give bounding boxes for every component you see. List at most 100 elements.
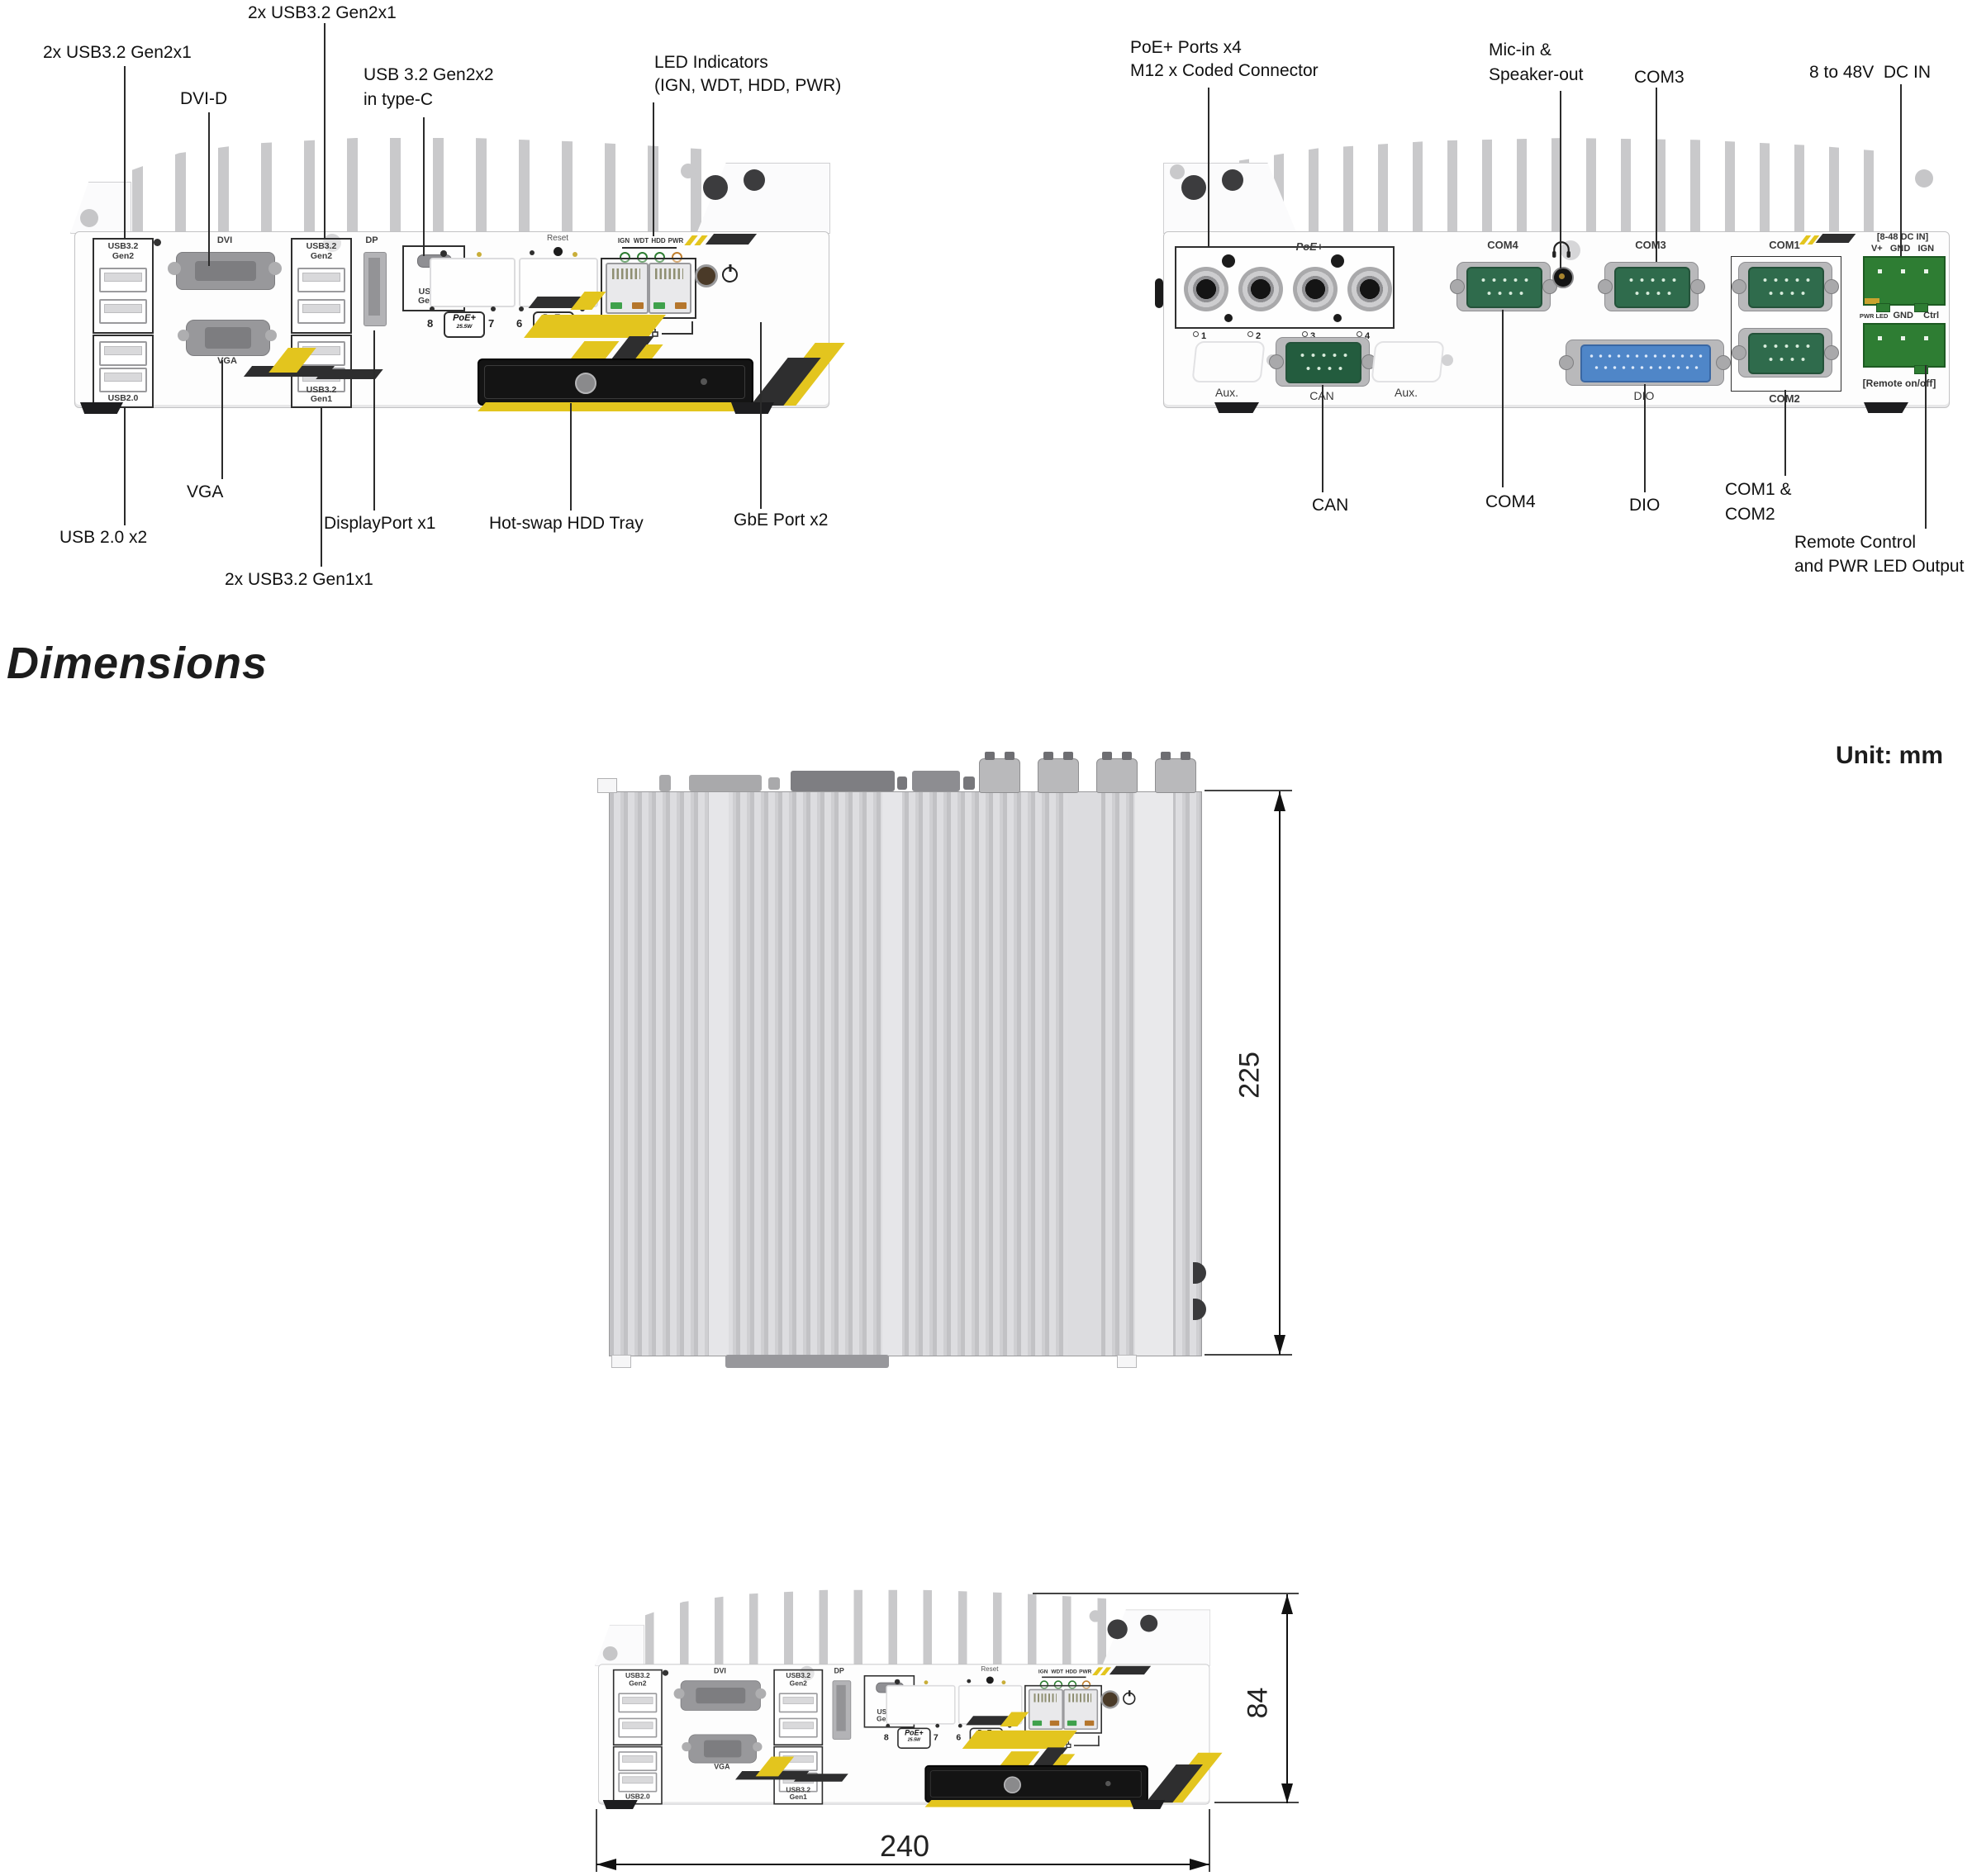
poe-m12-group[interactable]: PoE+ (1175, 240, 1395, 329)
usb-port[interactable] (778, 1717, 818, 1738)
hdd-tray[interactable] (478, 359, 753, 406)
usb-port[interactable] (778, 1693, 818, 1713)
hdd-tray-lock[interactable] (1003, 1776, 1021, 1794)
mount-hole (1333, 314, 1342, 322)
callout-hdd-tray: Hot-swap HDD Tray (489, 514, 644, 533)
rj45-port-2[interactable] (649, 263, 691, 314)
usb-port[interactable] (618, 1717, 658, 1738)
power-button[interactable] (695, 264, 718, 287)
usb-port[interactable] (297, 299, 345, 324)
screw-hole (1170, 164, 1185, 179)
rj45-port-2[interactable] (1063, 1688, 1099, 1730)
foot (1864, 402, 1908, 413)
usb32-gen2-port-group-1[interactable]: USB3.2 Gen2 (93, 238, 154, 334)
m12-port-3[interactable] (1293, 267, 1338, 311)
usb32-gen2-port-group-1[interactable]: USB3.2 Gen2 (612, 1669, 663, 1746)
dcin-terminal[interactable] (1863, 256, 1946, 312)
rj45-port-1[interactable] (606, 263, 649, 314)
led-label-hdd: HDD (651, 237, 666, 245)
usb20-port-group[interactable]: USB2.0 (93, 335, 154, 408)
usb-port[interactable] (99, 268, 147, 292)
gbe-port-group[interactable] (1024, 1684, 1102, 1734)
com1-port[interactable] (1748, 267, 1824, 308)
led-ign (1039, 1680, 1049, 1689)
com3-port[interactable] (1614, 267, 1690, 308)
lan-bracket-right (1073, 1736, 1100, 1746)
callout-usb32-gen1: 2x USB3.2 Gen1x1 (225, 570, 373, 589)
hdd-tray-led (701, 378, 707, 385)
gbe-port-group[interactable] (601, 258, 696, 319)
rj45-port-1[interactable] (1028, 1688, 1063, 1730)
db9-pins (1760, 277, 1811, 283)
callout-com4: COM4 (1485, 492, 1536, 511)
leader-line (124, 66, 126, 240)
reset-button[interactable] (986, 1676, 994, 1684)
indicator-dot (886, 1723, 891, 1728)
com2-port[interactable] (1748, 333, 1824, 374)
can-port[interactable] (1285, 342, 1361, 383)
topview-connector (768, 777, 780, 790)
m12-stud (1102, 752, 1112, 760)
usb20-label: USB2.0 (625, 1793, 650, 1801)
m12-port-1[interactable] (1184, 267, 1228, 311)
com4-port[interactable] (1466, 267, 1542, 308)
vga-connector[interactable] (186, 320, 270, 356)
hdd-tray-lock[interactable] (575, 373, 596, 394)
hdd-tray[interactable] (924, 1764, 1148, 1803)
heatsink-band (882, 792, 902, 1356)
usb-port[interactable] (778, 1751, 818, 1772)
m12-number-3: 3 (1302, 331, 1315, 341)
decor-slash (962, 1730, 1077, 1749)
db9-pins (1765, 356, 1806, 363)
usb-port[interactable] (618, 1751, 658, 1772)
gnd-ctrl-print: GND Ctrl (1893, 311, 1940, 321)
dvi-connector[interactable] (176, 252, 275, 290)
foot (1214, 402, 1259, 413)
m12-stud (1122, 752, 1132, 760)
rj45-led-green (1067, 1720, 1077, 1726)
rj45-led-amber (1049, 1720, 1060, 1726)
led-bracket (1042, 1676, 1086, 1678)
indicator-dot (924, 1680, 929, 1685)
remote-terminal[interactable] (1863, 323, 1946, 374)
usb-port[interactable] (99, 299, 147, 324)
rj45-led-amber (675, 302, 687, 309)
indicator-dot (894, 1679, 900, 1685)
displayport-connector[interactable] (832, 1680, 852, 1740)
topview-connector (897, 777, 907, 790)
m12-port-4[interactable] (1347, 267, 1392, 311)
power-button[interactable] (1100, 1690, 1120, 1709)
usb32-gen2-port-group-2[interactable]: USB3.2 Gen2 (773, 1669, 824, 1746)
usb-port[interactable] (297, 341, 345, 366)
usb32-gen2-port-group-2[interactable]: USB3.2 Gen2 (291, 238, 352, 334)
usb-port[interactable] (99, 368, 147, 392)
dvi-connector[interactable] (680, 1680, 761, 1711)
dio-port[interactable] (1580, 344, 1711, 382)
terminal-tab (1876, 303, 1890, 312)
m12-number-2: 2 (1247, 331, 1261, 341)
callout-gbe: GbE Port x2 (734, 511, 829, 530)
usb-port[interactable] (618, 1772, 658, 1793)
vga-pins (704, 1740, 742, 1758)
com3-screw (1690, 279, 1705, 294)
m12-port-2[interactable] (1238, 267, 1283, 311)
reset-button[interactable] (554, 247, 563, 256)
usb-port[interactable] (99, 341, 147, 366)
leader-line (1784, 390, 1786, 476)
usb-port[interactable] (618, 1693, 658, 1713)
rear-view-wrapper: PoE+ 1 2 3 4 COM4 (1155, 136, 1950, 413)
usb32-gen2-label: USB3.2 Gen2 (625, 1671, 650, 1688)
usb20-port-group[interactable]: USB2.0 (612, 1745, 663, 1805)
com2-screw (1824, 345, 1839, 360)
leader-line (653, 102, 654, 236)
led-pwr (672, 252, 682, 263)
decor-slash (793, 1774, 848, 1782)
displayport-connector[interactable] (364, 252, 387, 326)
dcin-bracket-print: [8-48 DC IN] (1876, 232, 1929, 242)
usb-port[interactable] (297, 268, 345, 292)
vga-connector[interactable] (688, 1734, 758, 1764)
dim-line-84 (1286, 1594, 1288, 1803)
com4-print: COM4 (1487, 239, 1518, 251)
com4-screw (1450, 279, 1465, 294)
